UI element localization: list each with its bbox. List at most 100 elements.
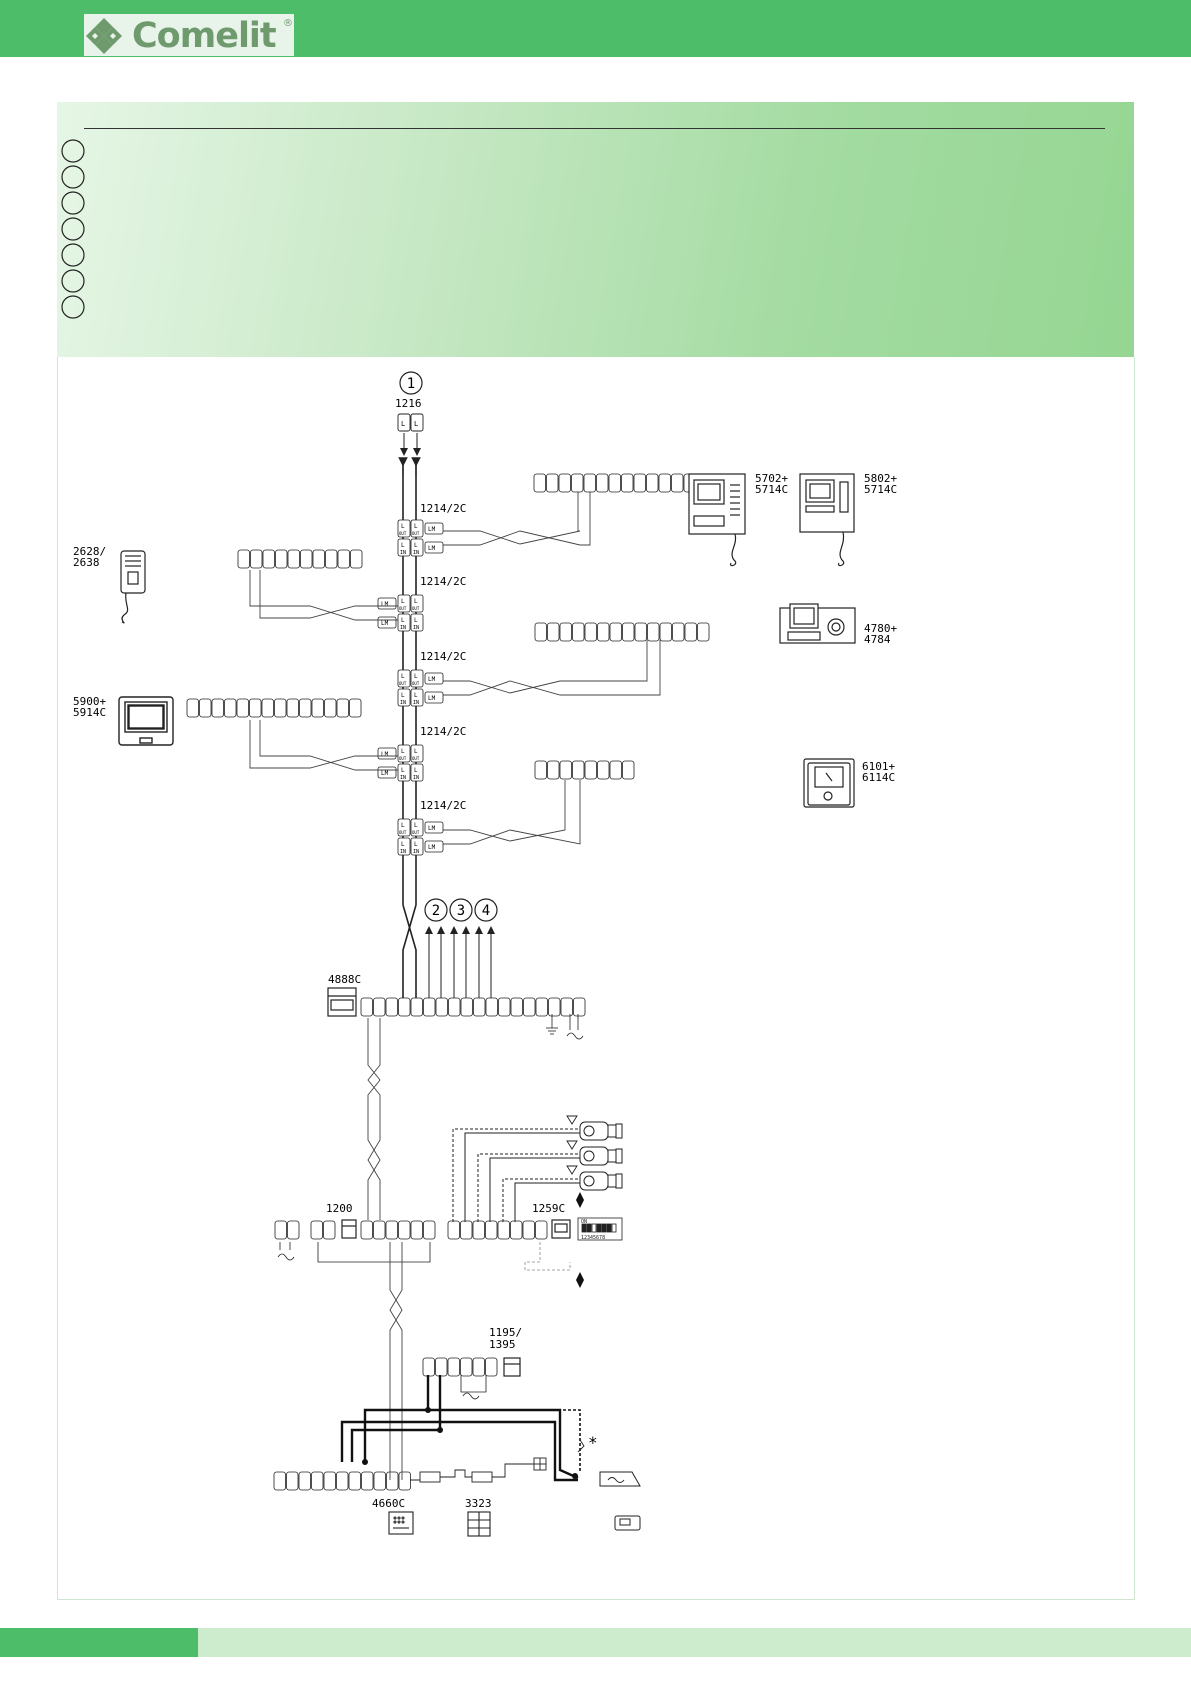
strip-4888-terminal: [535, 997, 548, 1017]
strip-4888: [360, 997, 586, 1017]
monitor-5702-icon: [688, 473, 746, 567]
legend-marker-3: [61, 191, 85, 215]
strip-6101-terminal: [572, 760, 585, 780]
video-switch-1259-icon: [551, 1219, 571, 1239]
power-unit-4888-icon: [327, 987, 357, 1017]
relay-1195-icon: [503, 1357, 521, 1377]
label-4780: 4780+: [864, 622, 897, 635]
svg-text:L: L: [414, 523, 418, 530]
label-6101: 6101+: [862, 760, 895, 773]
strip-1200-c-terminal: [373, 1220, 386, 1240]
svg-text:L: L: [401, 692, 405, 699]
strip-4660-terminal: [373, 1471, 386, 1491]
svg-text:L: L: [414, 692, 418, 699]
strip-4780: [534, 622, 710, 642]
svg-text:LM: LM: [428, 844, 436, 851]
strip-6101-terminal: [559, 760, 572, 780]
strip-5900-terminal: [186, 698, 199, 718]
strip-1200-c-terminal: [423, 1220, 436, 1240]
label-2628: 2628/: [73, 545, 106, 558]
strip-5702-terminal: [621, 473, 634, 493]
label-1214-d: 1214/2C: [420, 725, 466, 738]
strip-2628-terminal: [350, 549, 363, 569]
riser-to-4660: [389, 1242, 403, 1480]
svg-text:L: L: [401, 542, 405, 549]
svg-text:IN: IN: [400, 700, 406, 706]
strip-4888-terminal: [498, 997, 511, 1017]
svg-text:L: L: [414, 748, 418, 755]
svg-text:L: L: [401, 748, 405, 755]
strip-5702-terminal: [596, 473, 609, 493]
svg-text:L: L: [414, 598, 418, 605]
strip-1200-c-terminal: [398, 1220, 411, 1240]
strip-1200-a-terminal: [274, 1220, 287, 1240]
strip-4780-terminal: [622, 622, 635, 642]
svg-text:IN: IN: [413, 700, 419, 706]
strip-4888-terminal: [435, 997, 448, 1017]
label-1395: 1395: [489, 1338, 516, 1351]
strip-4888-terminal: [573, 997, 586, 1017]
strip-2628-terminal: [262, 549, 275, 569]
svg-text:IN: IN: [413, 775, 419, 781]
camera-2-icon: [579, 1146, 623, 1166]
strip-4888-terminal: [385, 997, 398, 1017]
strip-1259-terminal: [510, 1220, 523, 1240]
strip-2628-terminal: [300, 549, 313, 569]
label-5702: 5702+: [755, 472, 788, 485]
strip-2628-terminal: [250, 549, 263, 569]
strip-6101-terminal: [597, 760, 610, 780]
comelit-logo-icon: [86, 18, 122, 54]
svg-text:L: L: [401, 598, 405, 605]
svg-text:L: L: [414, 542, 418, 549]
strip-5900-terminal: [286, 698, 299, 718]
strip-6101: [534, 760, 635, 780]
lock-wiring-dashed: [428, 1409, 581, 1472]
svg-text:OUT: OUT: [412, 531, 420, 536]
svg-text:OUT: OUT: [399, 830, 407, 835]
strip-2628-terminal: [287, 549, 300, 569]
strip-4780-terminal: [609, 622, 622, 642]
strip-1259: [447, 1220, 548, 1240]
strip-6101-terminal: [547, 760, 560, 780]
strip-5900-terminal: [249, 698, 262, 718]
strip-1200-c: [360, 1220, 436, 1240]
svg-text:OUT: OUT: [399, 756, 407, 761]
monitor-5802-icon: [799, 473, 855, 567]
footer-band-right: [198, 1628, 1191, 1657]
strip-4888-terminal: [473, 997, 486, 1017]
strip-4660-terminal: [348, 1471, 361, 1491]
svg-text:IN: IN: [400, 550, 406, 556]
svg-text:L: L: [414, 617, 418, 624]
button-module-3323-icon: [467, 1511, 491, 1537]
svg-text:L: L: [401, 841, 405, 848]
strip-4780-terminal: [659, 622, 672, 642]
strip-4660-terminal: [398, 1471, 411, 1491]
strip-5900-terminal: [211, 698, 224, 718]
strip-6101-terminal: [534, 760, 547, 780]
strip-4888-terminal: [485, 997, 498, 1017]
registered-mark: ®: [283, 18, 293, 29]
strip-2628-terminal: [312, 549, 325, 569]
label-1214-a: 1214/2C: [420, 502, 466, 515]
svg-text:IN: IN: [413, 625, 419, 631]
switchboard-4780-icon: [779, 603, 856, 644]
strip-1195: [422, 1357, 498, 1377]
strip-4660-terminal: [298, 1471, 311, 1491]
label-4784: 4784: [864, 633, 891, 646]
strip-5900-terminal: [224, 698, 237, 718]
legend-marker-4: [61, 217, 85, 241]
strip-1200-c-terminal: [410, 1220, 423, 1240]
label-6114: 6114C: [862, 771, 895, 784]
marker-2-label: 2: [432, 903, 440, 919]
strip-5702-terminal: [671, 473, 684, 493]
strip-5702: [533, 473, 709, 493]
strip-2628-terminal: [237, 549, 250, 569]
label-5802: 5802+: [864, 472, 897, 485]
strip-4660-terminal: [273, 1471, 286, 1491]
monitor-6101-icon: [803, 758, 855, 808]
legend-markers: [61, 139, 85, 319]
strip-5900-terminal: [261, 698, 274, 718]
strip-4780-terminal: [634, 622, 647, 642]
label-5914: 5914C: [73, 706, 106, 719]
